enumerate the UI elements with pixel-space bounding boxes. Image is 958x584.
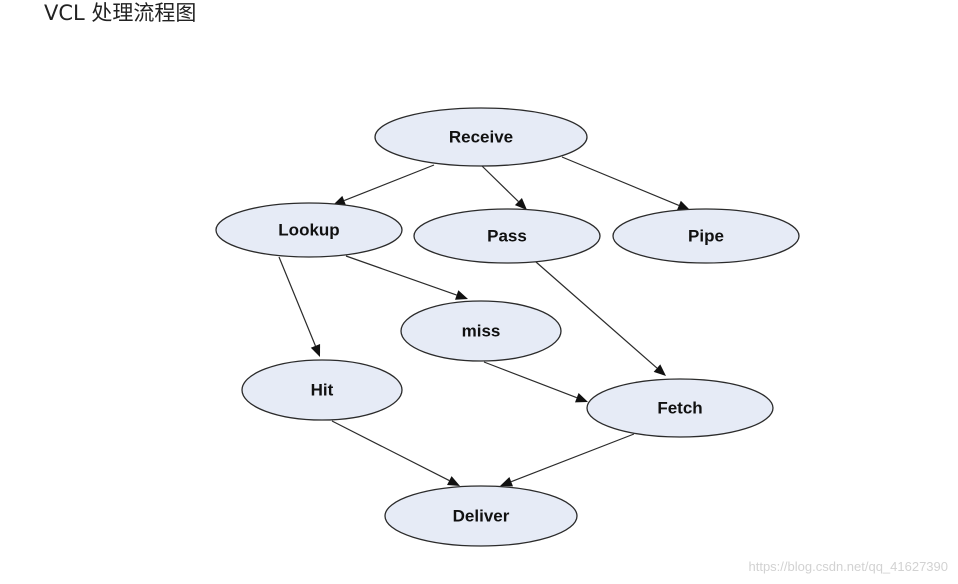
node-shape	[413, 208, 601, 264]
arrowhead-icon	[575, 393, 588, 403]
edge-line	[345, 255, 457, 296]
edge-receive-to-pass	[481, 165, 527, 210]
node-miss: miss	[400, 300, 562, 362]
page-title: VCL 处理流程图	[44, 1, 197, 25]
node-pipe: Pipe	[612, 208, 800, 264]
node-label: miss	[462, 322, 501, 341]
node-fetch: Fetch	[586, 378, 774, 438]
node-shape	[400, 300, 562, 362]
node-shape	[374, 107, 588, 167]
edge-hit-to-deliver	[331, 420, 460, 486]
node-shape	[215, 202, 403, 258]
edge-lookup-to-hit	[278, 256, 321, 357]
node-label: Receive	[449, 128, 513, 147]
watermark: https://blog.csdn.net/qq_41627390	[748, 559, 949, 574]
edge-line	[510, 433, 635, 483]
edge-pass-to-fetch	[535, 261, 666, 376]
edge-line	[278, 256, 317, 347]
edge-line	[343, 164, 435, 202]
edge-line	[481, 165, 519, 203]
edge-line	[331, 420, 450, 482]
edge-lookup-to-miss	[345, 255, 468, 300]
edge-receive-to-pipe	[561, 156, 690, 211]
arrowhead-icon	[333, 195, 346, 206]
node-deliver: Deliver	[384, 485, 578, 547]
node-label: Lookup	[278, 221, 339, 240]
node-receive: Receive	[374, 107, 588, 167]
node-shape	[384, 485, 578, 547]
arrowhead-icon	[447, 476, 460, 486]
arrowhead-icon	[653, 364, 666, 376]
edge-miss-to-fetch	[483, 361, 588, 403]
arrowhead-icon	[514, 198, 527, 210]
node-lookup: Lookup	[215, 202, 403, 258]
edge-line	[535, 261, 658, 369]
arrowhead-icon	[310, 344, 321, 357]
node-label: Pipe	[688, 227, 724, 246]
node-hit: Hit	[241, 359, 403, 421]
node-shape	[241, 359, 403, 421]
node-shape	[612, 208, 800, 264]
edges-layer	[278, 156, 690, 487]
arrowhead-icon	[677, 200, 690, 211]
node-label: Fetch	[657, 399, 702, 418]
edge-line	[483, 361, 578, 399]
edge-line	[561, 156, 680, 206]
arrowhead-icon	[500, 476, 513, 487]
node-pass: Pass	[413, 208, 601, 264]
node-label: Hit	[311, 381, 334, 400]
arrowhead-icon	[455, 290, 468, 300]
node-label: Deliver	[453, 507, 510, 526]
node-shape	[586, 378, 774, 438]
edge-receive-to-lookup	[333, 164, 435, 206]
node-label: Pass	[487, 227, 527, 246]
edge-fetch-to-deliver	[500, 433, 635, 487]
